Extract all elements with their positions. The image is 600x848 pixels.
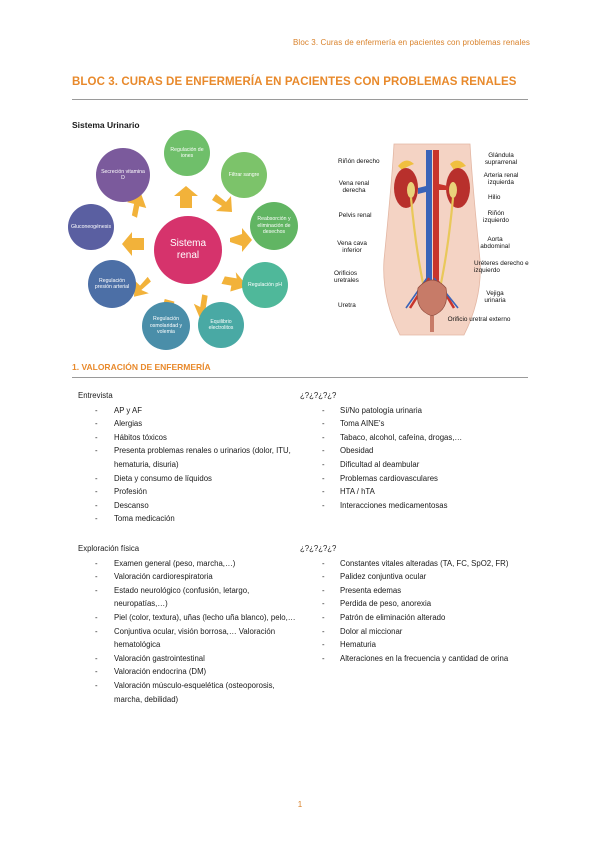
list-item: Toma medicación: [78, 512, 306, 526]
exploracion-heading: Exploración física: [78, 544, 140, 553]
adrenal-left: [450, 160, 466, 170]
exploracion-findings-heading: ¿?¿?¿?¿?: [300, 544, 337, 553]
list-item: Interacciones medicamentosas: [300, 499, 530, 513]
document-title: BLOC 3. CURAS DE ENFERMERÍA EN PACIENTES…: [72, 76, 517, 88]
list-item: Valoración músculo-esquelética (osteopor…: [78, 679, 302, 706]
node-equilibrio-electrolitos: Equilibrio electrolitos: [198, 302, 244, 348]
entrevista-findings-column: ¿?¿?¿?¿? Sí/No patología urinaria Toma A…: [300, 389, 530, 512]
ureter-right: [409, 197, 426, 289]
list-item: HTA / hTA: [300, 485, 530, 499]
node-regulacion-presion: Regulación presión arterial: [88, 260, 136, 308]
label-orificios: Orificios uretrales: [334, 270, 359, 285]
list-item: Alteraciones en la frecuencia y cantidad…: [300, 652, 530, 666]
title-divider: [72, 99, 528, 100]
list-item: Tabaco, alcohol, cafeína, drogas,…: [300, 431, 530, 445]
list-item: Profesión: [78, 485, 306, 499]
label-pelvis: Pelvis renal: [338, 212, 372, 219]
label-hilio: Hilio: [488, 194, 501, 201]
node-gluconeogenesis: Gluconeogénesis: [68, 204, 114, 250]
label-ureteres: Uréteres derecho e izquierdo: [474, 260, 529, 275]
list-item: Valoración cardiorespiratoria: [78, 570, 302, 584]
list-item: Presenta problemas renales o urinarios (…: [78, 444, 306, 471]
node-regulacion-ph: Regulación pH: [242, 262, 288, 308]
list-item: Dolor al miccionar: [300, 625, 530, 639]
label-vena-renal: Vena renal derecha: [338, 180, 370, 195]
label-arteria-renal: Arteria renal izquierda: [483, 172, 519, 187]
renal-function-cycle-diagram: Sistema renal Regulación de iones Filtra…: [66, 128, 298, 354]
exploracion-findings-column: ¿?¿?¿?¿? Constantes vitales alteradas (T…: [300, 542, 530, 665]
list-item: Sí/No patología urinaria: [300, 404, 530, 418]
node-filtrar-sangre: Filtrar sangre: [221, 152, 267, 198]
arrow-lower-center-right: [193, 294, 213, 319]
node-regulacion-osmolaridad: Regulación osmolaridad y volemia: [142, 302, 190, 350]
section-title-valoracion: 1. VALORACIÓN DE ENFERMERÍA: [72, 362, 211, 372]
exploracion-list: Examen general (peso, marcha,…) Valoraci…: [78, 557, 302, 707]
renal-vein: [418, 186, 426, 194]
entrevista-heading: Entrevista: [78, 391, 113, 400]
entrevista-list: AP y AF Alergias Hábitos tóxicos Present…: [78, 404, 306, 526]
list-item: Examen general (peso, marcha,…): [78, 557, 302, 571]
urinary-anatomy-drawing: [383, 143, 481, 336]
list-item: Alergias: [78, 417, 306, 431]
list-item: Problemas cardiovasculares: [300, 472, 530, 486]
label-uretra: Uretra: [338, 302, 356, 309]
list-item: Valoración endocrina (DM): [78, 665, 302, 679]
aorta: [433, 150, 439, 280]
list-item: Descanso: [78, 499, 306, 513]
label-vena-cava: Vena cava inferior: [337, 240, 367, 255]
list-item: Valoración gastrointestinal: [78, 652, 302, 666]
list-item: Hematuria: [300, 638, 530, 652]
list-item: Patrón de eliminación alterado: [300, 611, 530, 625]
subheading-sistema-urinario: Sistema Urinario: [72, 120, 140, 130]
label-rinon-izquierdo: Riñón izquierdo: [483, 210, 509, 225]
list-item: Toma AINE's: [300, 417, 530, 431]
urethra: [430, 316, 434, 332]
list-item: Constantes vitales alteradas (TA, FC, Sp…: [300, 557, 530, 571]
list-item: Conjuntiva ocular, visión borrosa,… Valo…: [78, 625, 302, 652]
urinary-system-anatomy-figure: Riñón derecho Glándula suprarrenal Arter…: [334, 140, 530, 340]
exploracion-findings-list: Constantes vitales alteradas (TA, FC, Sp…: [300, 557, 530, 666]
label-rinon-derecho: Riñón derecho: [338, 158, 380, 165]
list-item: Obesidad: [300, 444, 530, 458]
list-item: Presenta edemas: [300, 584, 530, 598]
entrevista-column: Entrevista AP y AF Alergias Hábitos tóxi…: [78, 389, 306, 526]
arrow-lower-left: [134, 276, 151, 297]
node-reabsorcion: Reabsorción y eliminación de desechos: [250, 202, 298, 250]
label-aorta: Aorta abdominal: [480, 236, 510, 251]
list-item: Estado neurológico (confusión, letargo, …: [78, 584, 302, 611]
arrow-up: [174, 186, 198, 208]
arrow-upper-right: [212, 194, 232, 212]
label-orificio-externo: Orificio uretral externo: [447, 316, 511, 323]
running-header: Bloc 3. Curas de enfermería en pacientes…: [293, 38, 530, 47]
list-item: Palidez conjuntiva ocular: [300, 570, 530, 584]
list-item: Perdida de peso, anorexia: [300, 597, 530, 611]
list-item: AP y AF: [78, 404, 306, 418]
list-item: Hábitos tóxicos: [78, 431, 306, 445]
node-secrecion-vitamina-d: Secreción vitamina D: [96, 148, 150, 202]
list-item: Piel (color, textura), uñas (lecho uña b…: [78, 611, 302, 625]
ureter-left: [438, 197, 455, 289]
entrevista-findings-list: Sí/No patología urinaria Toma AINE's Tab…: [300, 404, 530, 513]
arrow-right: [230, 228, 252, 252]
node-regulacion-iones: Regulación de iones: [164, 130, 210, 176]
vena-cava: [426, 150, 432, 280]
arrow-left: [122, 232, 144, 256]
exploracion-column: Exploración física Examen general (peso,…: [78, 542, 302, 706]
renal-pelvis-right: [407, 182, 415, 198]
page-number: 1: [297, 800, 303, 809]
entrevista-findings-heading: ¿?¿?¿?¿?: [300, 391, 337, 400]
section-divider: [72, 377, 528, 378]
bladder: [416, 279, 448, 317]
adrenal-right: [398, 160, 414, 170]
list-item: Dieta y consumo de líquidos: [78, 472, 306, 486]
label-glandula: Glándula suprarrenal: [484, 152, 518, 167]
center-node-sistema-renal: Sistema renal: [154, 216, 222, 284]
arrow-lower-right: [221, 272, 248, 292]
list-item: Dificultad al deambular: [300, 458, 530, 472]
renal-artery: [439, 184, 448, 190]
renal-pelvis-left: [449, 182, 457, 198]
label-vejiga: Vejiga urinaria: [484, 290, 506, 305]
